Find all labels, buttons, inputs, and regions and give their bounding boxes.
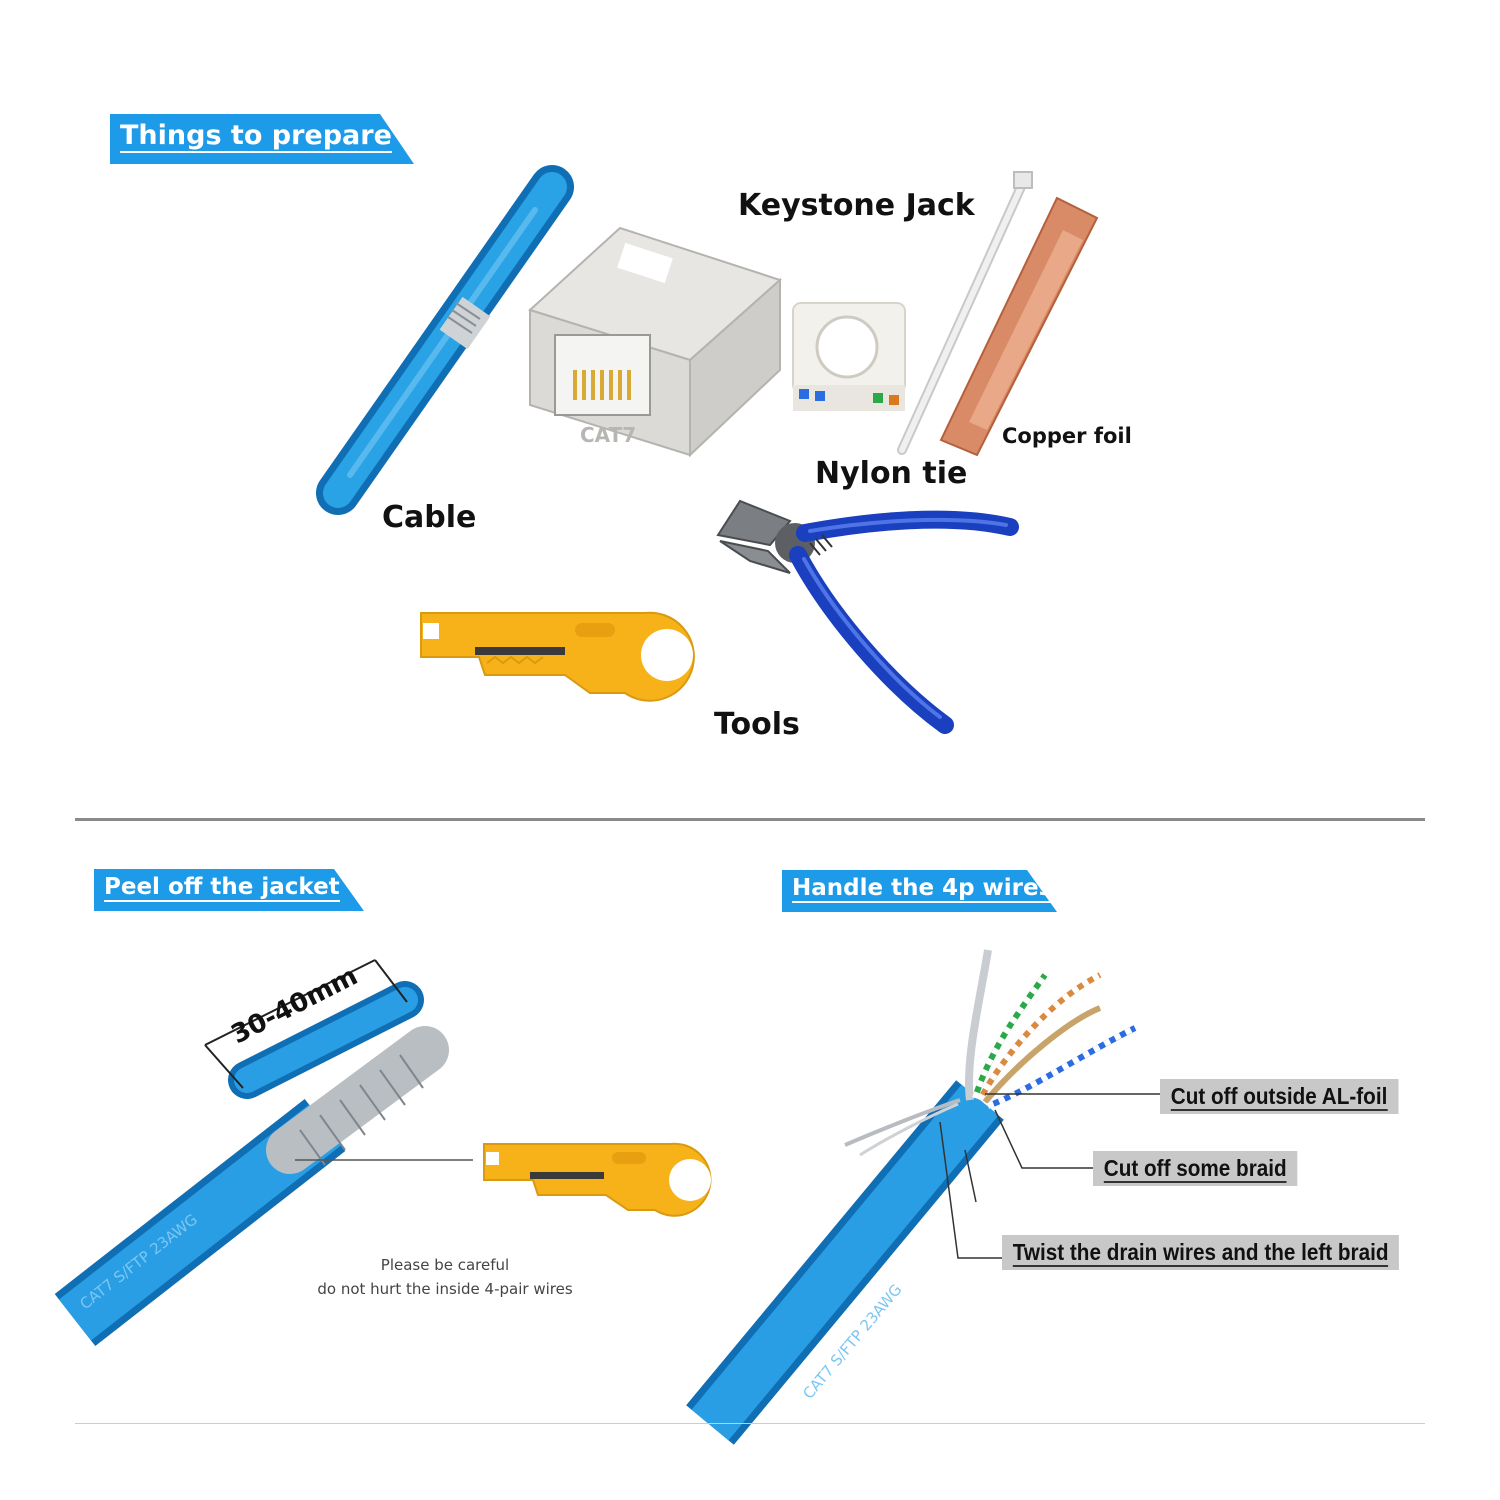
caution-line-2: do not hurt the inside 4-pair wires	[317, 1280, 573, 1298]
section-tag-handle: Handle the 4p wires	[782, 870, 1072, 918]
stripper-pointer-line	[295, 1159, 473, 1161]
copper-foil-image	[939, 196, 1099, 457]
keystone-insert-image	[792, 302, 906, 411]
bottom-divider	[75, 1423, 1425, 1424]
caution-line-1: Please be careful	[380, 1256, 510, 1274]
tools-label: Tools	[714, 707, 800, 742]
section-tag-prepare: Things to prepare	[110, 114, 420, 164]
callout-cut-al-foil-text: Cut off outside AL-foil	[1170, 1083, 1388, 1111]
section-title-handle: Handle the 4p wires	[792, 875, 1053, 904]
copper-foil-label: Copper foil	[1002, 424, 1132, 448]
section-divider	[75, 818, 1425, 821]
callout-cut-braid-text: Cut off some braid	[1103, 1155, 1287, 1183]
callout-twist-drain: Twist the drain wires and the left braid	[1002, 1235, 1400, 1270]
section-title-peel: Peel off the jacket	[104, 874, 340, 903]
section-title-prepare: Things to prepare	[120, 120, 392, 154]
section-tag-peel: Peel off the jacket	[94, 869, 374, 917]
diagonal-pliers-image	[716, 499, 1019, 734]
four-pair-cable-image: CAT7 S/FTP 23AWG	[686, 949, 1137, 1445]
callout-leader-lines	[939, 1093, 1160, 1259]
caution-note: Please be careful do not hurt the inside…	[245, 1253, 645, 1301]
jack-marking: CAT7	[580, 423, 636, 447]
nylon-tie-label: Nylon tie	[815, 456, 968, 491]
keystone-jack-label: Keystone Jack	[738, 188, 975, 223]
stripper-tool-image-2	[483, 1142, 712, 1217]
cable-image	[316, 165, 574, 515]
cable-label: Cable	[382, 500, 477, 535]
stripper-tool-image	[420, 611, 695, 702]
peeled-cable-image: 30-40mm CAT7 S/FTP 23AWG	[54, 959, 449, 1347]
keystone-jack-image: CAT7	[528, 226, 782, 458]
callout-cut-braid: Cut off some braid	[1093, 1151, 1298, 1186]
callout-twist-drain-text: Twist the drain wires and the left braid	[1012, 1239, 1389, 1267]
callout-cut-al-foil: Cut off outside AL-foil	[1160, 1079, 1399, 1114]
nylon-tie-image	[897, 171, 1033, 455]
